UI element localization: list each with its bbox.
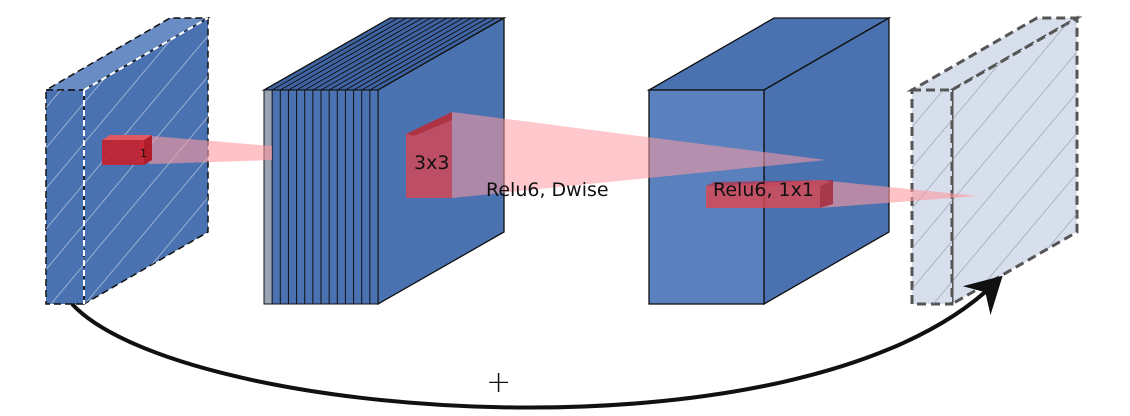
kernel-size-label: 3x3 xyxy=(414,152,449,174)
pointwise-kernel xyxy=(706,180,833,208)
expanded-slice-edge xyxy=(280,17,407,91)
expanded-slice-edge xyxy=(369,17,497,91)
output-tensor xyxy=(906,15,1083,307)
expanded-slice-edge xyxy=(361,17,488,91)
depthwise-op-label: Relu6, Dwise xyxy=(486,179,609,201)
residual-arrow xyxy=(70,275,1003,410)
input-channel-label: 1 xyxy=(140,147,147,160)
expanded-slices xyxy=(263,17,497,305)
expanded-tensor xyxy=(261,16,507,306)
residual-add-label: + xyxy=(486,365,511,400)
expanded-slice-edge xyxy=(345,17,472,91)
expanded-slice-edge xyxy=(296,17,423,91)
pointwise-op-label: Relu6, 1x1 xyxy=(713,179,814,201)
expanded-slice xyxy=(369,89,379,305)
depthwise-kernel xyxy=(406,112,452,198)
expanded-slice-edge xyxy=(312,17,440,91)
expanded-slice-edge xyxy=(328,17,456,91)
expanded-slice-edge xyxy=(288,17,415,91)
input-kernel xyxy=(102,135,152,165)
expanded-slice-edge xyxy=(304,17,431,91)
expanded-slice-edge xyxy=(320,17,448,91)
expanded-slice-edge xyxy=(353,17,480,91)
expanded-slice-edge xyxy=(337,17,464,91)
projection-depthwise xyxy=(406,112,826,198)
projection-input-to-expanded xyxy=(140,136,272,164)
expanded-slice-edge xyxy=(271,17,399,91)
